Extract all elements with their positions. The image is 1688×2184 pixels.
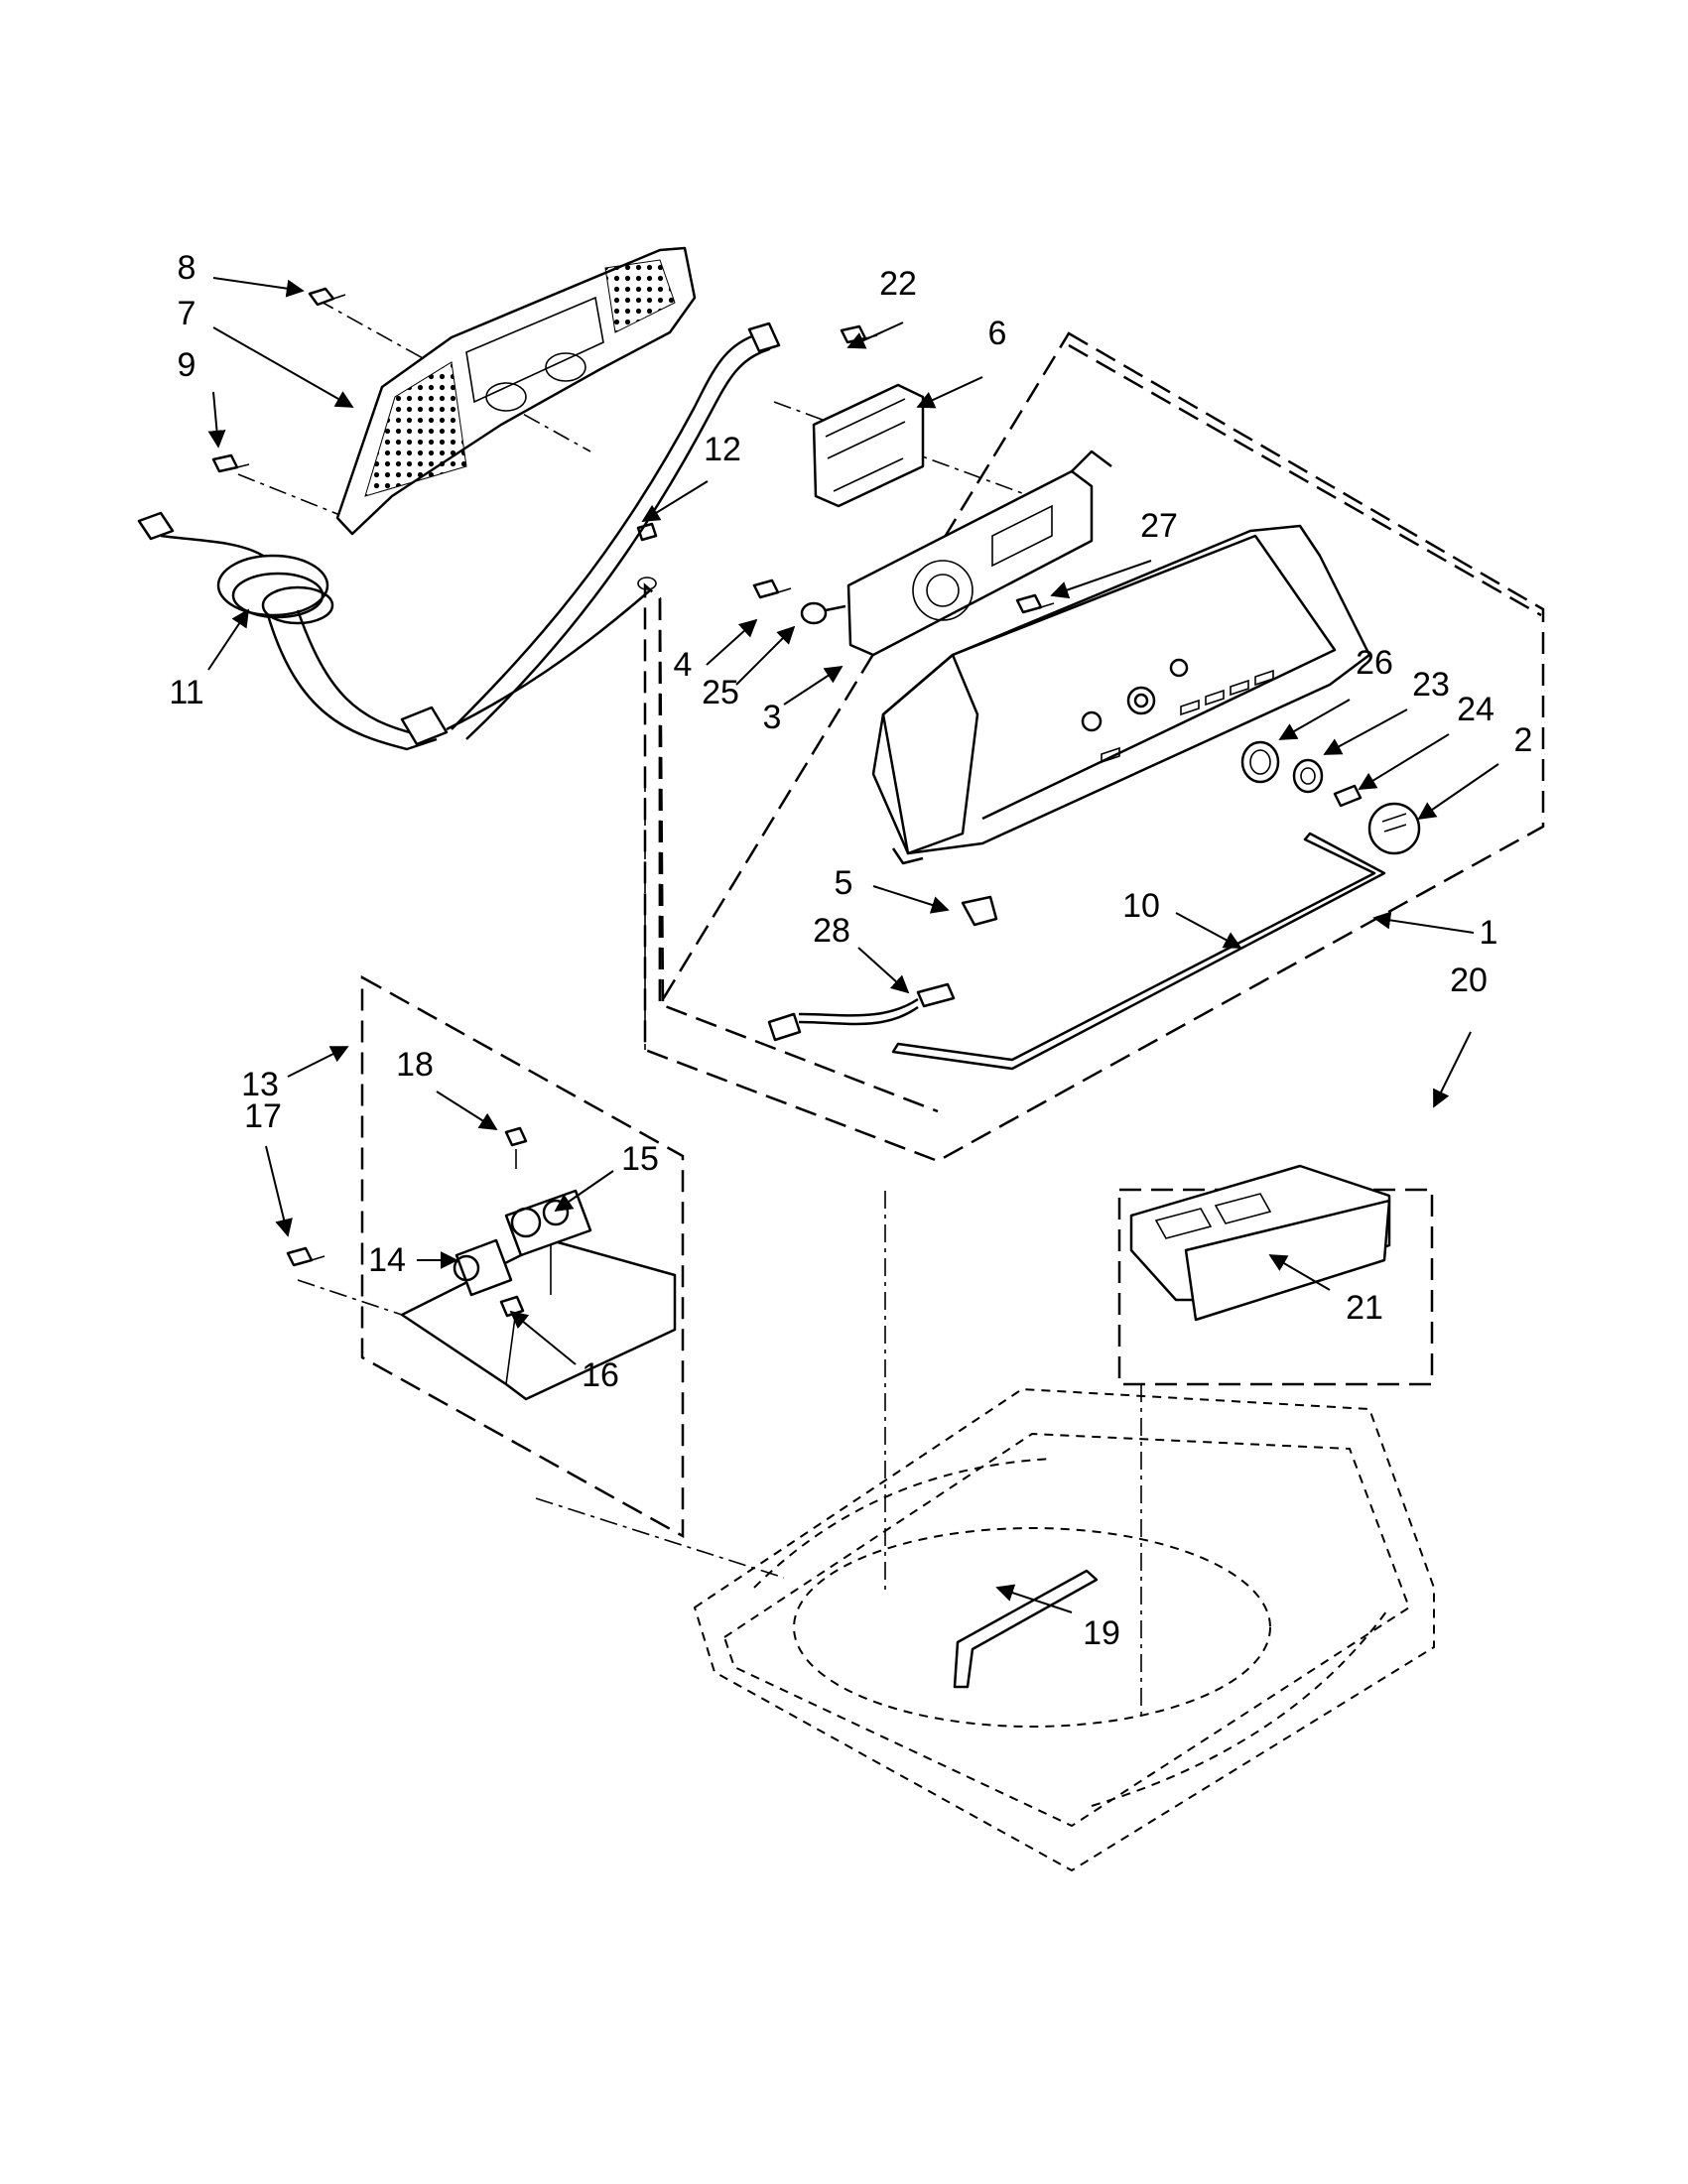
- callout-10: 10: [1122, 887, 1160, 925]
- control-board-6: [812, 383, 925, 508]
- rod-10: [891, 832, 1386, 1071]
- callout-26: 26: [1356, 644, 1393, 682]
- harness-connector: [747, 321, 781, 353]
- callout-3: 3: [763, 699, 782, 736]
- power-cord: [137, 511, 651, 751]
- knob-shaft-25: [800, 601, 846, 625]
- callout-21: 21: [1346, 1289, 1383, 1327]
- callout-25: 25: [702, 674, 739, 711]
- screw-8: [308, 287, 346, 307]
- washer-top-panel: [693, 1387, 1435, 1872]
- bracket-19: [953, 1569, 1099, 1689]
- knob-insert-24: [1333, 784, 1363, 808]
- rear-console-panel: [335, 246, 697, 536]
- alignment-line-screw-17: [297, 1279, 418, 1321]
- callout-27: 27: [1140, 507, 1178, 545]
- callout-24: 24: [1457, 691, 1494, 728]
- water-valve-bracket: [400, 1238, 677, 1401]
- screw-4: [752, 578, 792, 599]
- callout-17: 17: [244, 1097, 282, 1135]
- screw-17: [286, 1246, 325, 1267]
- knob-2: [1367, 802, 1421, 855]
- callout-11: 11: [169, 674, 203, 711]
- callout-8: 8: [178, 249, 196, 287]
- callout-14: 14: [368, 1241, 406, 1279]
- callout-22: 22: [879, 265, 917, 303]
- callout-4: 4: [674, 646, 693, 684]
- control-panel-board-3: [846, 450, 1112, 657]
- alignment-line-screw-9: [237, 473, 343, 517]
- console-inner-box: [658, 343, 1542, 1113]
- wire-harness-28: [767, 982, 956, 1042]
- callout-19: 19: [1083, 1614, 1120, 1652]
- callout-5: 5: [835, 864, 853, 902]
- callout-15: 15: [621, 1140, 659, 1178]
- callout-16: 16: [582, 1356, 619, 1394]
- callout-12: 12: [704, 431, 741, 468]
- water-valve-15: [504, 1189, 592, 1257]
- console-1: [871, 524, 1371, 865]
- callout-labels: 8 7 9 11 12 22 6 27 4 25 3 26 23 24 2 5 …: [169, 249, 1532, 1652]
- screw-22: [840, 324, 878, 344]
- alignment-line-screw-8: [317, 299, 591, 452]
- alignment-line-valve-to-top: [535, 1497, 785, 1579]
- knob-spring-23: [1292, 758, 1324, 794]
- callout-1: 1: [1480, 914, 1498, 952]
- screw-18: [504, 1126, 528, 1169]
- callout-9: 9: [178, 346, 196, 384]
- callout-20: 20: [1450, 962, 1488, 999]
- callout-28: 28: [813, 912, 850, 950]
- leader-lines: [207, 277, 1499, 1613]
- screw-27: [1015, 593, 1055, 614]
- callout-13: 13: [241, 1066, 279, 1103]
- callout-23: 23: [1412, 666, 1450, 704]
- knob-ring-26: [1240, 740, 1280, 784]
- callout-2: 2: [1514, 721, 1533, 759]
- valve-assembly-group-box: [360, 974, 685, 1539]
- callout-7: 7: [178, 295, 196, 332]
- screw-12: [636, 522, 658, 590]
- screw-9: [211, 453, 250, 473]
- callout-18: 18: [396, 1046, 434, 1084]
- callout-6: 6: [988, 315, 1007, 352]
- clip-5: [961, 895, 998, 927]
